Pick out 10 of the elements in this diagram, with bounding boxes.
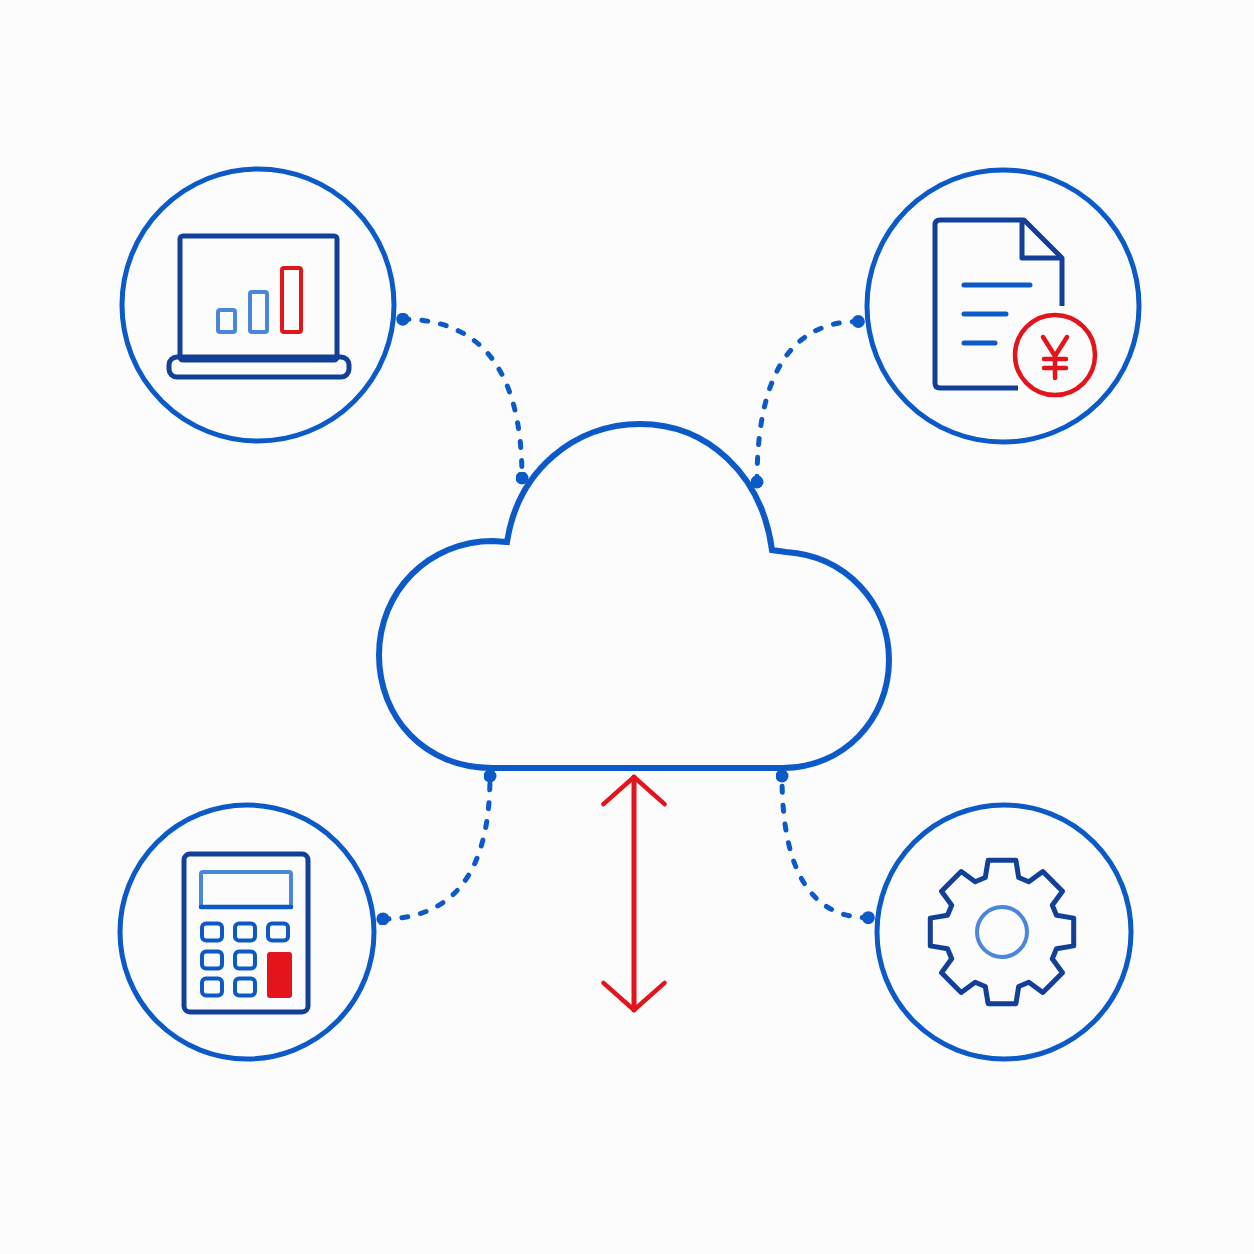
icon-circle xyxy=(873,801,1135,1063)
dotted-connector xyxy=(775,769,875,925)
dotted-connector xyxy=(750,315,865,489)
double-headed-arrow xyxy=(601,774,667,1013)
cloud-shape xyxy=(374,419,894,773)
icon-circle xyxy=(116,801,378,1063)
icon-circle xyxy=(863,166,1143,446)
dotted-connector xyxy=(396,312,529,485)
dotted-connector xyxy=(376,769,497,926)
icon-circle xyxy=(118,165,398,445)
